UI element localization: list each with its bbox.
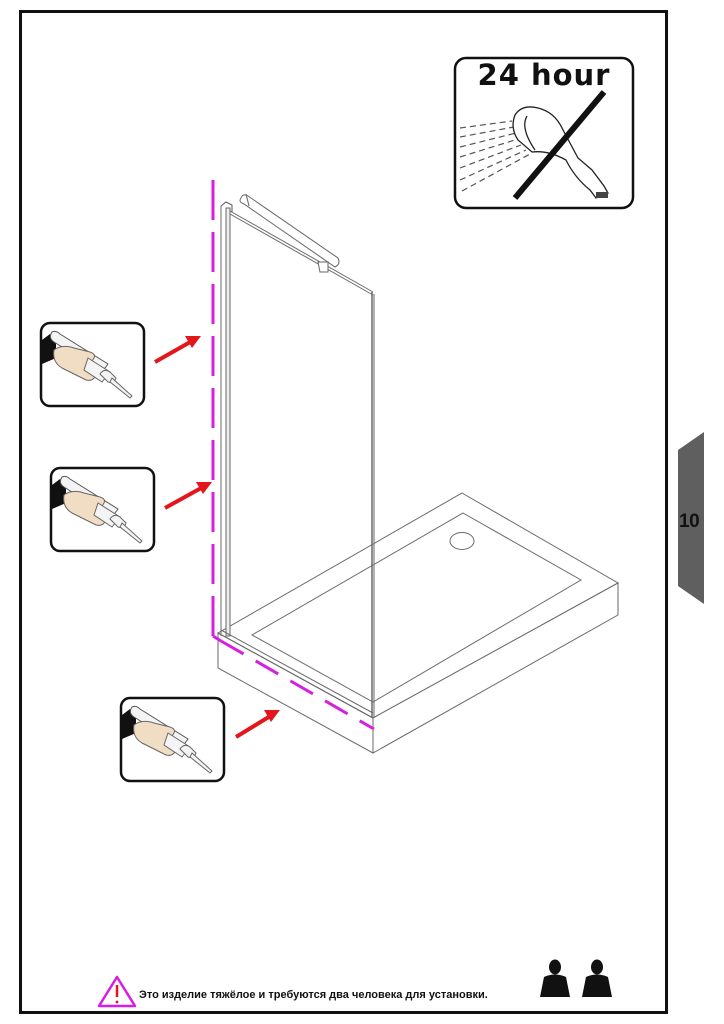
two-people-icon <box>540 959 612 997</box>
no-shower-icon <box>459 90 609 200</box>
sealant-line <box>211 180 375 731</box>
sealant-gun-icon <box>49 466 156 553</box>
stabilizer-bar <box>239 193 340 273</box>
two-person-notice: Это изделие тяжёлое и требуются два чело… <box>139 989 488 1001</box>
cure-time-label: 24 hour <box>477 58 611 92</box>
arrow-upper <box>154 336 201 364</box>
glass-panel <box>217 201 375 719</box>
page-number: 10 <box>679 511 700 532</box>
sealant-gun-icon <box>119 696 226 783</box>
side-tab <box>678 432 704 604</box>
sealant-gun-icon <box>39 321 146 408</box>
page-frame <box>19 10 668 1014</box>
arrow-lower <box>234 710 280 739</box>
drain-hole <box>449 532 475 550</box>
shower-tray <box>216 492 620 754</box>
arrow-middle <box>164 482 212 510</box>
warning-triangle-icon <box>97 975 137 1008</box>
cure-time-badge <box>453 56 635 210</box>
